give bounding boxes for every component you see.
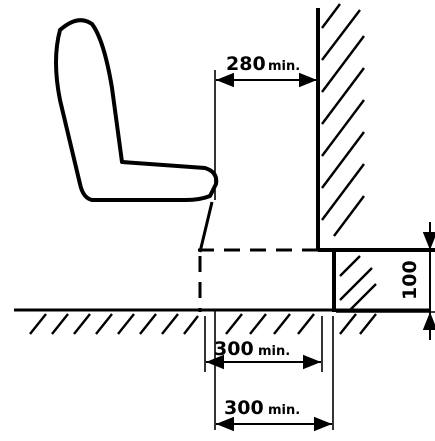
dimension-100-value: 100 [399, 260, 421, 300]
seat-outline [54, 18, 219, 202]
dimension-280-value: 280 [226, 53, 266, 75]
wall-hatching [321, 3, 365, 237]
seat-leg [198, 201, 214, 253]
dimension-300-outer-value: 300 [224, 397, 264, 419]
dimension-280-suffix: min. [268, 59, 300, 74]
step-hatching [339, 255, 377, 311]
dimension-300-inner-suffix: min. [258, 344, 290, 359]
extension-lines [204, 70, 435, 430]
dimension-300-inner-value: 300 [214, 338, 254, 360]
dimension-300-outer-suffix: min. [268, 403, 300, 418]
floor-hatching [29, 313, 377, 335]
dashed-clearance-box [198, 248, 318, 312]
